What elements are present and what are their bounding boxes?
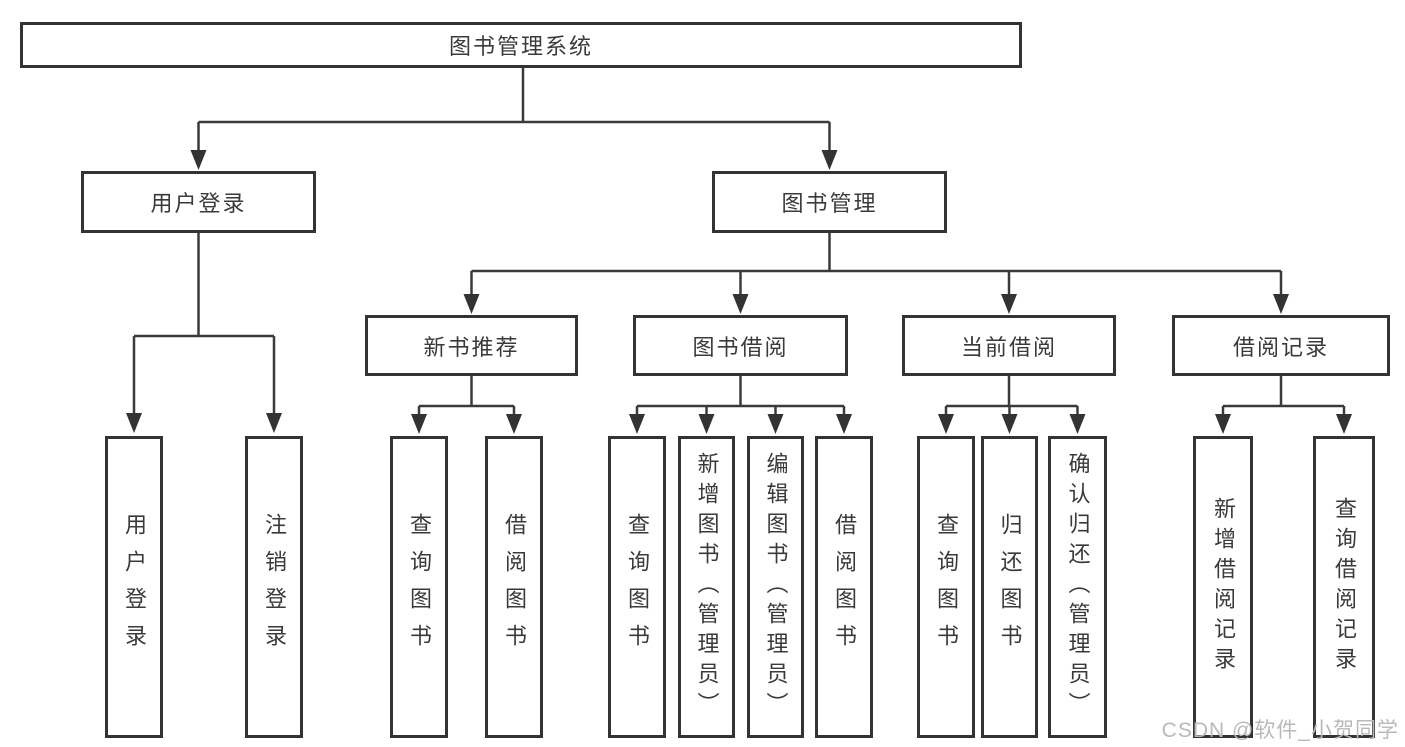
edge-root-split <box>197 68 831 152</box>
leaf-label: 用户登录 <box>122 513 147 661</box>
arrowhead-book-mgmt <box>821 150 838 170</box>
leaf-label: 新增借阅记录 <box>1211 497 1236 677</box>
leaf-label: 编辑图书（管理员） <box>763 452 789 722</box>
node-leaf-logout: 注销登录 <box>245 436 303 738</box>
node-leaf-bb-borrow-books: 借阅图书 <box>815 436 873 738</box>
node-leaf-user-login: 用户登录 <box>105 436 163 738</box>
node-leaf-cb-confirm-return-admin: 确认归还（管理员） <box>1048 436 1107 738</box>
arrowhead-bb-query <box>629 414 645 434</box>
node-library-system: 图书管理系统 <box>20 22 1022 68</box>
arrowhead-nbr-query <box>411 414 427 434</box>
arrowhead-nbr-borrow <box>506 414 522 434</box>
arrowhead-bb-add <box>698 414 715 434</box>
arrowhead-new-books <box>463 294 480 314</box>
arrowhead-cb-confirm <box>1069 414 1086 434</box>
leaf-label: 借阅图书 <box>502 513 527 661</box>
node-leaf-nbr-borrow-books: 借阅图书 <box>485 436 543 738</box>
leaf-label: 归还图书 <box>997 513 1023 661</box>
node-leaf-nbr-query-books: 查询图书 <box>390 436 448 738</box>
node-current-borrowing: 当前借阅 <box>902 315 1116 376</box>
arrowhead-bb-edit <box>767 414 784 434</box>
edge-current-borrow-split <box>944 376 1079 415</box>
leaf-label: 查询图书 <box>407 513 432 661</box>
edge-borrow-records-split <box>1221 376 1346 415</box>
node-user-login: 用户登录 <box>81 171 316 233</box>
arrowhead-user-login <box>190 150 207 170</box>
node-leaf-cb-query-books: 查询图书 <box>917 436 975 738</box>
arrowhead-br-query <box>1336 414 1352 434</box>
arrowhead-bb-borrow <box>836 414 852 434</box>
edge-book-mgmt-split <box>470 233 1283 296</box>
leaf-label: 新增图书（管理员） <box>694 452 720 722</box>
edge-user-login-split <box>132 233 276 414</box>
arrowhead-current-borrow <box>1001 294 1017 314</box>
node-book-management: 图书管理 <box>712 171 947 233</box>
leaf-label: 查询图书 <box>934 513 959 661</box>
node-borrowing-records: 借阅记录 <box>1172 315 1390 376</box>
arrowhead-cb-query <box>938 414 954 434</box>
edge-book-borrow-split <box>635 376 846 415</box>
node-leaf-bb-add-books-admin: 新增图书（管理员） <box>678 436 735 738</box>
arrowhead-logout-leaf <box>266 413 282 433</box>
node-leaf-bb-edit-books-admin: 编辑图书（管理员） <box>747 436 804 738</box>
node-leaf-br-add-record: 新增借阅记录 <box>1193 436 1253 738</box>
arrowhead-borrow-records <box>1273 294 1289 314</box>
arrowhead-br-add <box>1215 414 1231 434</box>
node-leaf-bb-query-books: 查询图书 <box>608 436 666 738</box>
node-book-borrowing: 图书借阅 <box>633 315 848 376</box>
node-new-book-recommend: 新书推荐 <box>365 315 578 376</box>
leaf-label: 查询图书 <box>625 513 650 661</box>
node-leaf-br-query-record: 查询借阅记录 <box>1313 436 1375 738</box>
arrowhead-book-borrow <box>732 294 749 314</box>
leaf-label: 注销登录 <box>262 513 287 661</box>
leaf-label: 查询借阅记录 <box>1332 497 1357 677</box>
leaf-label: 借阅图书 <box>832 513 857 661</box>
arrowhead-login-leaf <box>126 413 142 433</box>
edge-new-books-split <box>417 376 516 415</box>
csdn-watermark: CSDN @软件_小贺同学 <box>1161 719 1399 742</box>
node-leaf-cb-return-books: 归还图书 <box>981 436 1038 738</box>
arrowhead-cb-return <box>1001 414 1018 434</box>
leaf-label: 确认归还（管理员） <box>1065 452 1091 722</box>
